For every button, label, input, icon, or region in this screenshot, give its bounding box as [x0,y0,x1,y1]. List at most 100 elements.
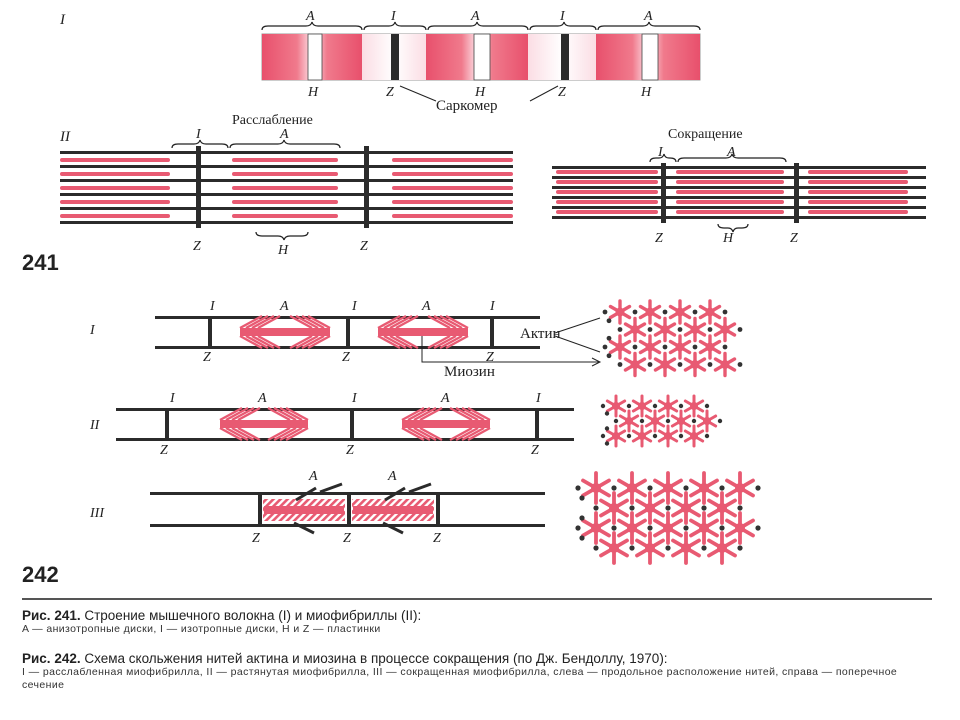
myosin-label: Миозин [444,364,495,380]
relaxation-label: Расслабление [232,113,313,128]
actin-filament-section [662,344,668,350]
row1-i-label-2: I [351,299,358,314]
myosin-filament-section [698,334,722,360]
fig242-part3-label: III [89,506,105,521]
caption-divider [22,598,932,600]
caption-241-title: Строение мышечного волокна (I) и миофибр… [84,608,422,623]
actin-filament-section [611,485,617,491]
actin-filament-section [677,327,683,332]
myosin-filament-section [653,471,683,505]
caption-242-body: I — расслабленная миофибрилла, II — раст… [22,666,898,691]
row1-i-label-1: I [209,299,216,314]
actin-filament-section [604,441,610,446]
myosin-filament-section [608,299,632,325]
actin-filament-section [701,505,707,511]
myosin-filament-section [653,351,677,378]
actin-filament-section [600,433,606,439]
actin-filament-section [632,344,638,350]
actin-filament-section [629,505,635,511]
row3-a-label-1: A [308,469,318,484]
stretched-longitudinal [116,406,574,442]
actin-filament-section [692,309,698,315]
myosin-filament-section [657,424,679,448]
actin-filament-section [632,309,638,315]
fig241-part1-label: I [59,12,66,28]
actin-filament-section [647,362,653,367]
actin-filament-section [677,362,683,367]
myosin-filament-section [689,511,719,545]
actin-filament-section [691,418,697,424]
actin-filament-section [606,335,612,341]
actin-filament-section [737,545,743,551]
contraction-label: Сокращение [668,127,743,142]
sarcomere-label: Саркомер [436,98,498,114]
myosin-filament-section [599,531,629,565]
actin-filament-section [629,545,635,551]
myosin-filament-section [605,424,627,448]
caption-242-title: Схема скольжения нитей актина и миозина … [84,651,668,666]
myosin-filament-section [653,511,683,545]
cross-section-relaxed [602,299,743,378]
myosin-filament-section [683,424,705,448]
myosin-filament-section [644,409,666,433]
fiber-a-band-label-2: A [470,9,480,24]
contracted-myofibril [552,163,926,223]
relaxed-myofibril [60,146,513,228]
actin-filament-section [717,418,723,424]
actin-filament-section [662,309,668,315]
myosin-filament-section [623,351,647,378]
myosin-filament-section [581,471,611,505]
relaxed-band-braces [171,139,341,241]
relaxed-z-label-2: Z [360,239,368,254]
actin-filament-section [579,515,585,521]
caption-241-lead: Рис. 241. [22,608,81,623]
figure-number-242: 242 [22,562,59,587]
myosin-filament-section [713,316,737,343]
fiber-a-band-label-1: A [305,9,315,24]
actin-filament-section [678,433,684,439]
fig241-part2-label: II [59,129,71,145]
actin-filament-section [737,362,743,367]
fig242-part1-label: I [89,323,96,338]
myosin-filament-section [668,334,692,360]
row2-z-label-3: Z [531,443,539,458]
actin-filament-section [575,485,581,491]
relaxed-h-label: H [277,243,289,258]
myosin-filament-section [618,409,640,433]
myosin-bundle-stretched-1 [219,406,309,442]
myosin-filament-section [631,394,653,418]
actin-filament-section [652,403,658,409]
myosin-filament-section [657,394,679,418]
myosin-filament-section [671,531,701,565]
row1-a-label-2: A [421,299,431,314]
actin-filament-section [606,353,612,359]
myosin-filament-section [725,511,755,545]
actin-filament-section [755,485,761,491]
myosin-filament-section [631,424,653,448]
figure-number-241: 241 [22,250,59,275]
actin-filament-section [611,525,617,531]
myosin-filament-section [653,316,677,343]
sarcomere-pointer-lines [399,85,559,102]
actin-filament-section [602,344,608,350]
myosin-filament-section [581,511,611,545]
actin-myosin-pointers [421,317,602,367]
row2-z-label-2: Z [346,443,354,458]
actin-filament-section [737,505,743,511]
actin-filament-section [575,525,581,531]
relaxed-a-label: A [279,127,289,142]
fiber-z-label-2: Z [558,85,566,100]
myosin-filament-section [683,351,707,378]
actin-filament-section [647,327,653,332]
fig242-part2-label: II [89,418,101,433]
relaxed-z-label-1: Z [193,239,201,254]
actin-filament-section [647,525,653,531]
row3-z-label-2: Z [343,531,351,546]
actin-filament-section [604,426,610,431]
relaxed-longitudinal [155,314,540,350]
actin-filament-section [707,362,713,367]
myosin-filament-section [617,471,647,505]
actin-filament-section [704,403,710,409]
actin-filament-section [617,362,623,367]
contracted-a-label: A [726,145,736,160]
